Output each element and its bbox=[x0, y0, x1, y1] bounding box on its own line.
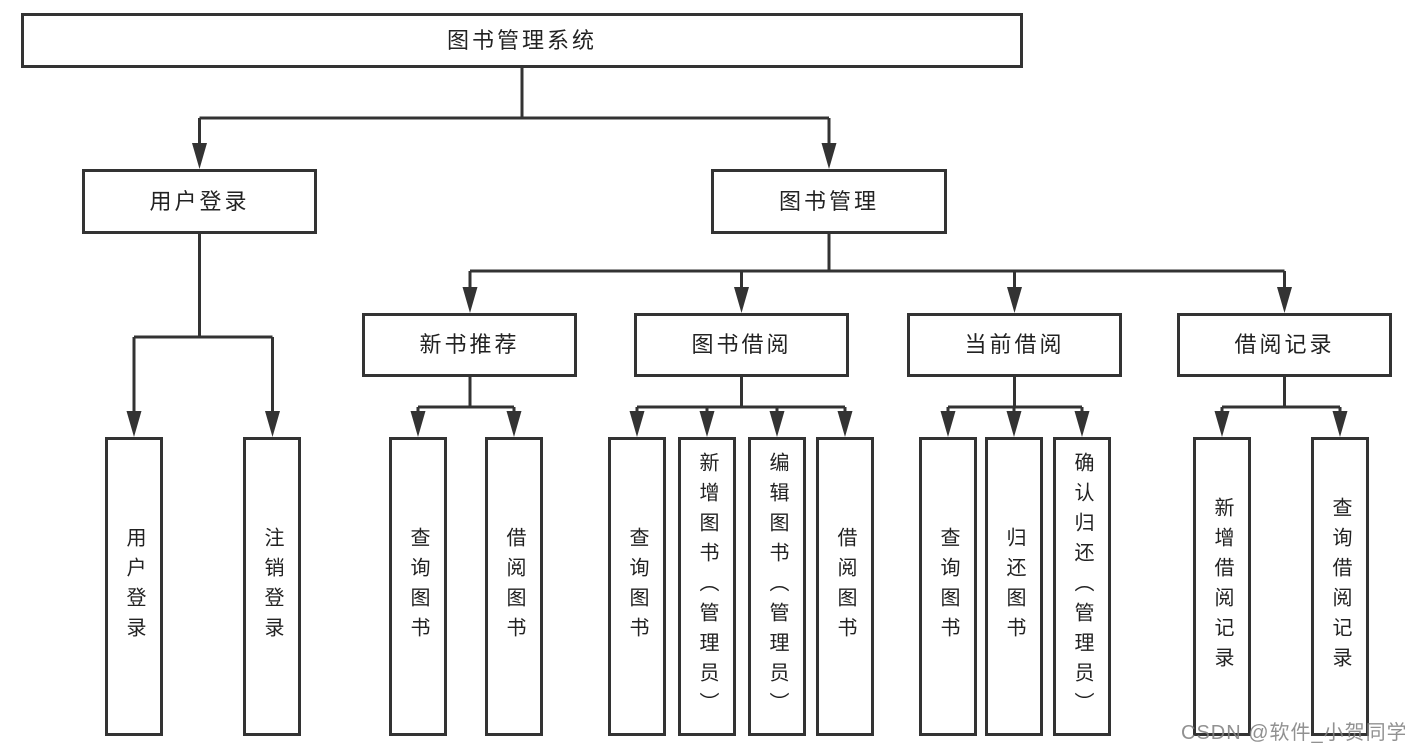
leaf-label: 确认归还（管理员） bbox=[1071, 451, 1093, 722]
leaf-confirm-return-admin: 确认归还（管理员） bbox=[1053, 437, 1111, 736]
node-new-book-recommend: 新书推荐 bbox=[362, 313, 577, 377]
node-book-borrowing: 图书借阅 bbox=[634, 313, 849, 377]
leaf-borrow-books-recommend: 借阅图书 bbox=[485, 437, 543, 736]
leaf-label: 查询图书 bbox=[626, 526, 648, 647]
leaf-add-borrow-record: 新增借阅记录 bbox=[1193, 437, 1251, 736]
leaf-label: 注销登录 bbox=[261, 526, 283, 647]
leaf-label: 编辑图书（管理员） bbox=[766, 451, 788, 722]
leaf-label: 查询借阅记录 bbox=[1329, 496, 1351, 677]
leaf-user-login: 用户登录 bbox=[105, 437, 163, 736]
leaf-query-borrow-record: 查询借阅记录 bbox=[1311, 437, 1369, 736]
leaf-query-books-current: 查询图书 bbox=[919, 437, 977, 736]
leaf-label: 新增图书（管理员） bbox=[696, 451, 718, 722]
leaf-edit-book-admin: 编辑图书（管理员） bbox=[748, 437, 806, 736]
leaf-label: 归还图书 bbox=[1003, 526, 1025, 647]
leaf-label: 用户登录 bbox=[123, 526, 145, 647]
leaf-label: 借阅图书 bbox=[834, 526, 856, 647]
node-current-borrowing: 当前借阅 bbox=[907, 313, 1122, 377]
csdn-watermark: CSDN @软件_小贺同学 bbox=[1181, 722, 1405, 744]
leaf-add-book-admin: 新增图书（管理员） bbox=[678, 437, 736, 736]
leaf-label: 查询图书 bbox=[407, 526, 429, 647]
leaf-return-book: 归还图书 bbox=[985, 437, 1043, 736]
node-borrowing-records: 借阅记录 bbox=[1177, 313, 1392, 377]
leaf-logout: 注销登录 bbox=[243, 437, 301, 736]
leaf-label: 借阅图书 bbox=[503, 526, 525, 647]
leaf-borrow-books-borrowing: 借阅图书 bbox=[816, 437, 874, 736]
node-user-login: 用户登录 bbox=[82, 169, 317, 234]
node-root: 图书管理系统 bbox=[21, 13, 1023, 68]
leaf-query-books-recommend: 查询图书 bbox=[389, 437, 447, 736]
node-book-management: 图书管理 bbox=[711, 169, 947, 234]
leaf-label: 新增借阅记录 bbox=[1211, 496, 1233, 677]
leaf-label: 查询图书 bbox=[937, 526, 959, 647]
leaf-query-books-borrowing: 查询图书 bbox=[608, 437, 666, 736]
